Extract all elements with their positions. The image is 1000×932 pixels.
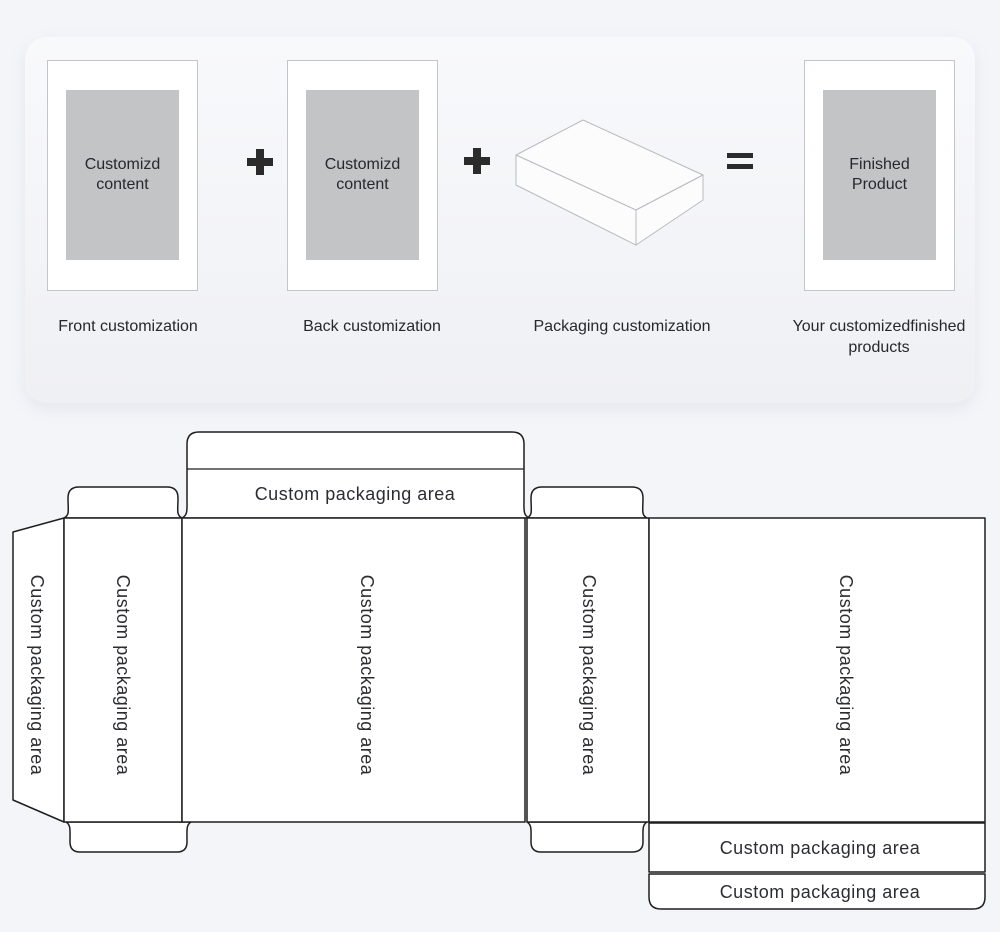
caption-back-customization: Back customization — [303, 318, 441, 335]
dieline-bottom-strip-1 — [648, 822, 986, 873]
process-panel: Customizd content Customizd content Fini… — [25, 37, 975, 403]
caption-front-customization: Front customization — [58, 318, 198, 335]
dieline-bottom-tab-left — [65, 821, 192, 853]
dieline-back-panel — [648, 517, 986, 823]
equals-icon — [727, 153, 753, 169]
caption-finished-products: Your customizedfinished products — [792, 318, 966, 356]
dieline-lid-flap — [181, 431, 530, 519]
package-box-icon — [515, 119, 704, 246]
dieline-bottom-strip-2 — [648, 873, 986, 910]
front-content-placeholder: Customizd content — [66, 90, 179, 260]
dieline-side-left-label: Custom packaging area — [113, 575, 133, 776]
dieline-side-panel-right — [526, 517, 650, 823]
placeholder-label: Finished Product — [849, 156, 910, 193]
dieline-back-panel-label: Custom packaging area — [836, 575, 856, 776]
caption-packaging-customization: Packaging customization — [533, 318, 711, 335]
box-right-face — [635, 174, 704, 246]
dieline-lid-label: Custom packaging area — [255, 484, 456, 504]
dieline-side-panel-left — [63, 517, 183, 823]
placeholder-label: Customizd content — [324, 156, 401, 193]
dieline-side-right-label: Custom packaging area — [579, 575, 599, 776]
placeholder-label: Customizd content — [84, 156, 161, 193]
dieline-figure: Custom packaging area Custom packaging a… — [12, 431, 986, 910]
dieline-bottom-strip-label-2: Custom packaging area — [720, 882, 921, 902]
dieline-front-panel-label: Custom packaging area — [357, 575, 377, 776]
finished-product-card: Finished Product — [804, 60, 955, 291]
finished-product-placeholder: Finished Product — [823, 90, 936, 260]
dieline-bottom-tab-right — [526, 821, 648, 853]
dieline-top-tab-right — [526, 486, 648, 519]
back-customization-card: Customizd content — [287, 60, 438, 291]
dieline-glue-flap-label: Custom packaging area — [27, 575, 47, 776]
plus-icon — [247, 149, 273, 175]
front-customization-card: Customizd content — [47, 60, 198, 291]
dieline-front-panel — [181, 517, 526, 823]
plus-icon — [464, 148, 490, 174]
dieline-top-tab-left — [63, 486, 183, 519]
dieline-bottom-strip-label-1: Custom packaging area — [720, 838, 921, 858]
back-content-placeholder: Customizd content — [306, 90, 419, 260]
